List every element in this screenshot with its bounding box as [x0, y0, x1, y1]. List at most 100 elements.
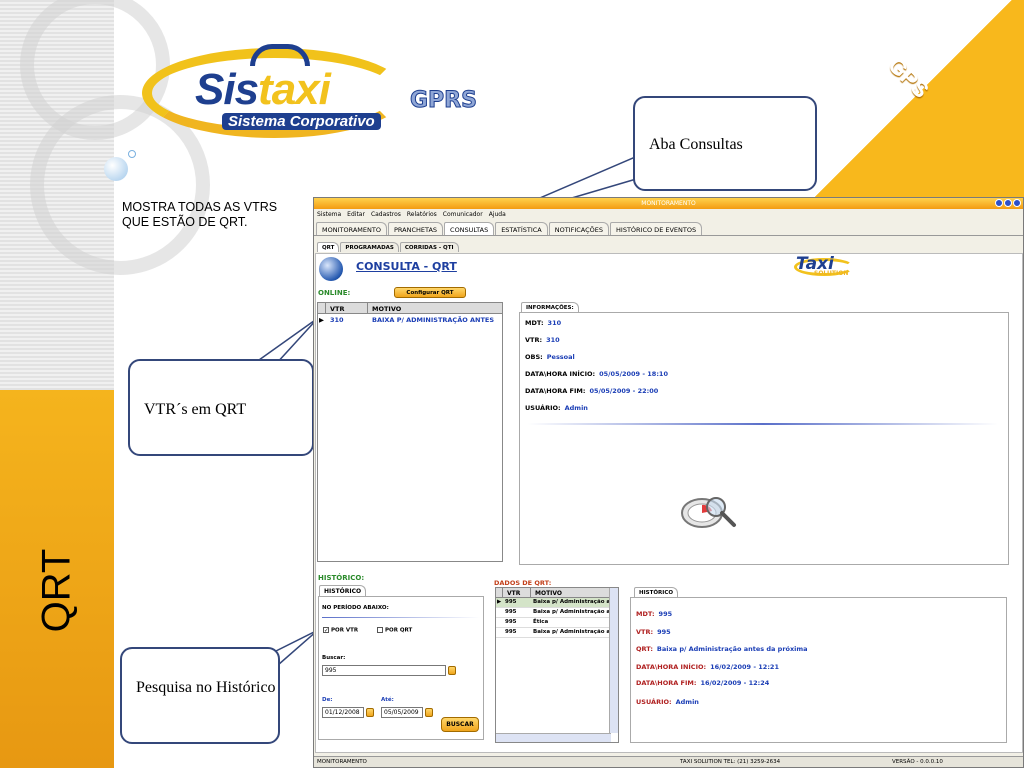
periodo-divider [322, 617, 480, 618]
taxi-logo-swoosh [794, 258, 854, 276]
de-label: De: [322, 697, 333, 703]
tab-historico-eventos[interactable]: HISTÓRICO DE EVENTOS [610, 222, 703, 235]
checkbox-icon[interactable] [377, 627, 383, 633]
column-motivo[interactable]: MOTIVO [535, 590, 563, 597]
detail-mdt: MDT:995 [636, 610, 673, 618]
detail-qrt: QRT:Baixa p/ Administração antes da próx… [636, 645, 808, 653]
table-header: VTR MOTIVO [318, 303, 502, 314]
ate-date-input[interactable]: 05/05/2009 [381, 707, 423, 718]
decor-bubble [104, 157, 128, 181]
historico-detail-panel: MDT:995 VTR:995 QRT:Baixa p/ Administraç… [630, 597, 1007, 743]
ate-spinner[interactable] [425, 708, 433, 717]
tab-notificacoes[interactable]: NOTIFICAÇÕES [548, 222, 610, 235]
vertical-scrollbar[interactable] [609, 588, 618, 733]
buscar-label: Buscar: [322, 655, 346, 661]
menu-editar[interactable]: Editar [347, 211, 365, 218]
menu-ajuda[interactable]: Ajuda [488, 211, 506, 218]
row-selector [496, 618, 503, 627]
close-icon[interactable] [1013, 199, 1021, 207]
horizontal-scrollbar[interactable] [496, 733, 611, 742]
table-header: VTR MOTIVO [496, 588, 618, 598]
minimize-icon[interactable] [995, 199, 1003, 207]
menu-bar: Sistema Editar Cadastros Relatórios Comu… [314, 211, 1023, 221]
row-pointer-icon: ▶ [319, 316, 324, 324]
menu-sistema[interactable]: Sistema [317, 211, 342, 218]
cell-motivo: Baixa p/ Administração a [533, 599, 611, 605]
row-selector [496, 628, 503, 637]
logo-car-roof [250, 44, 310, 66]
historico-title: HISTÓRICO: [318, 574, 365, 582]
detail-fim: DATA\HORA FIM:16/02/2009 - 12:24 [636, 679, 770, 687]
tab-consultas[interactable]: CONSULTAS [444, 222, 495, 235]
info-panel: MDT:310 VTR:310 OBS:Pessoal DATA\HORA IN… [519, 312, 1009, 565]
cell-motivo: Baixa p/ Administração a [533, 629, 611, 635]
cell-motivo: BAIXA P/ ADMINISTRAÇÃO ANTES [372, 316, 495, 324]
column-vtr[interactable]: VTR [503, 588, 531, 597]
online-label: ONLINE: [318, 289, 351, 297]
column-motivo[interactable]: MOTIVO [372, 305, 402, 313]
row-pointer-icon: ▶ [497, 599, 502, 605]
corner-banner [800, 0, 1024, 200]
checkbox-checked-icon[interactable]: ✓ [323, 627, 329, 634]
dados-title: DADOS DE QRT: [494, 579, 552, 587]
subtab-corridas[interactable]: CORRIDAS - QTI [399, 242, 459, 252]
info-usuario: USUÁRIO:Admin [525, 404, 588, 412]
detail-inicio: DATA\HORA INÍCIO:16/02/2009 - 12:21 [636, 663, 779, 671]
cell-vtr: 995 [505, 629, 517, 635]
de-spinner[interactable] [366, 708, 374, 717]
por-vtr-checkbox[interactable]: ✓POR VTR [323, 627, 359, 634]
table-row[interactable]: ▶ 310 BAIXA P/ ADMINISTRAÇÃO ANTES [318, 314, 502, 325]
table-row[interactable]: ▶995 Baixa p/ Administração a [496, 598, 618, 608]
buscar-button[interactable]: BUSCAR [441, 717, 479, 732]
window-titlebar: MONITORAMENTO [314, 198, 1023, 209]
tab-historico[interactable]: HISTÓRICO [319, 585, 367, 597]
callout-vtrs-qrt: VTR´s em QRT [128, 359, 314, 456]
logo-text: Sistaxi [195, 65, 331, 114]
cell-vtr: 995 [505, 619, 517, 625]
column-vtr[interactable]: VTR [326, 303, 368, 313]
buscar-input[interactable]: 995 [322, 665, 446, 676]
menu-comunicador[interactable]: Comunicador [442, 211, 483, 218]
status-center: TAXI SOLUTION TEL: (21) 3259-2634 [680, 759, 781, 765]
tab-historico-detail[interactable]: HISTÓRICO [634, 587, 679, 598]
subtab-qrt[interactable]: QRT [317, 242, 340, 252]
de-date-input[interactable]: 01/12/2008 [322, 707, 364, 718]
tab-informacoes[interactable]: INFORMAÇÕES: [521, 302, 579, 313]
cell-motivo: Ética [533, 619, 549, 625]
logo-subtitle: Sistema Corporativo [222, 113, 381, 130]
por-qrt-checkbox[interactable]: POR QRT [377, 627, 412, 634]
subtab-programadas[interactable]: PROGRAMADAS [340, 242, 399, 252]
menu-relatorios[interactable]: Relatórios [406, 211, 437, 218]
configurar-qrt-button[interactable]: Configurar QRT [394, 287, 466, 298]
callout-pesquisa: Pesquisa no Histórico [120, 647, 280, 744]
detail-vtr: VTR:995 [636, 628, 671, 636]
callout-aba-consultas: Aba Consultas [633, 96, 817, 191]
app-window: MONITORAMENTO Sistema Editar Cadastros R… [313, 197, 1024, 768]
table-row[interactable]: 995 Baixa p/ Administração a [496, 628, 618, 638]
maximize-icon[interactable] [1004, 199, 1012, 207]
info-vtr: VTR:310 [525, 336, 560, 344]
tab-monitoramento[interactable]: MONITORAMENTO [316, 222, 387, 235]
info-inicio: DATA\HORA INÍCIO:05/05/2009 - 18:10 [525, 370, 668, 378]
cell-vtr: 310 [330, 316, 344, 324]
tab-pranchetas[interactable]: PRANCHETAS [387, 222, 444, 235]
decor-bubble-small [128, 150, 136, 158]
ate-label: Até: [381, 697, 394, 703]
sub-tabs: QRT PROGRAMADAS CORRIDAS - QTI [314, 242, 1023, 253]
page-title: CONSULTA - QRT [356, 260, 457, 273]
row-selector-header [496, 588, 503, 597]
menu-cadastros[interactable]: Cadastros [370, 211, 401, 218]
main-tabs: MONITORAMENTO PRANCHETAS CONSULTAS ESTAT… [314, 222, 1023, 236]
vtr-table: VTR MOTIVO ▶ 310 BAIXA P/ ADMINISTRAÇÃO … [317, 302, 503, 562]
buscar-spinner[interactable] [448, 666, 456, 675]
row-selector-header [318, 303, 326, 313]
tab-estatistica[interactable]: ESTATÍSTICA [495, 222, 548, 235]
cell-vtr: 995 [505, 599, 517, 605]
cell-motivo: Baixa p/ Administração a [533, 609, 611, 615]
table-row[interactable]: 995 Ética [496, 618, 618, 628]
status-right: VERSÃO - 0.0.0.10 [892, 759, 943, 765]
window-controls[interactable] [995, 199, 1021, 207]
